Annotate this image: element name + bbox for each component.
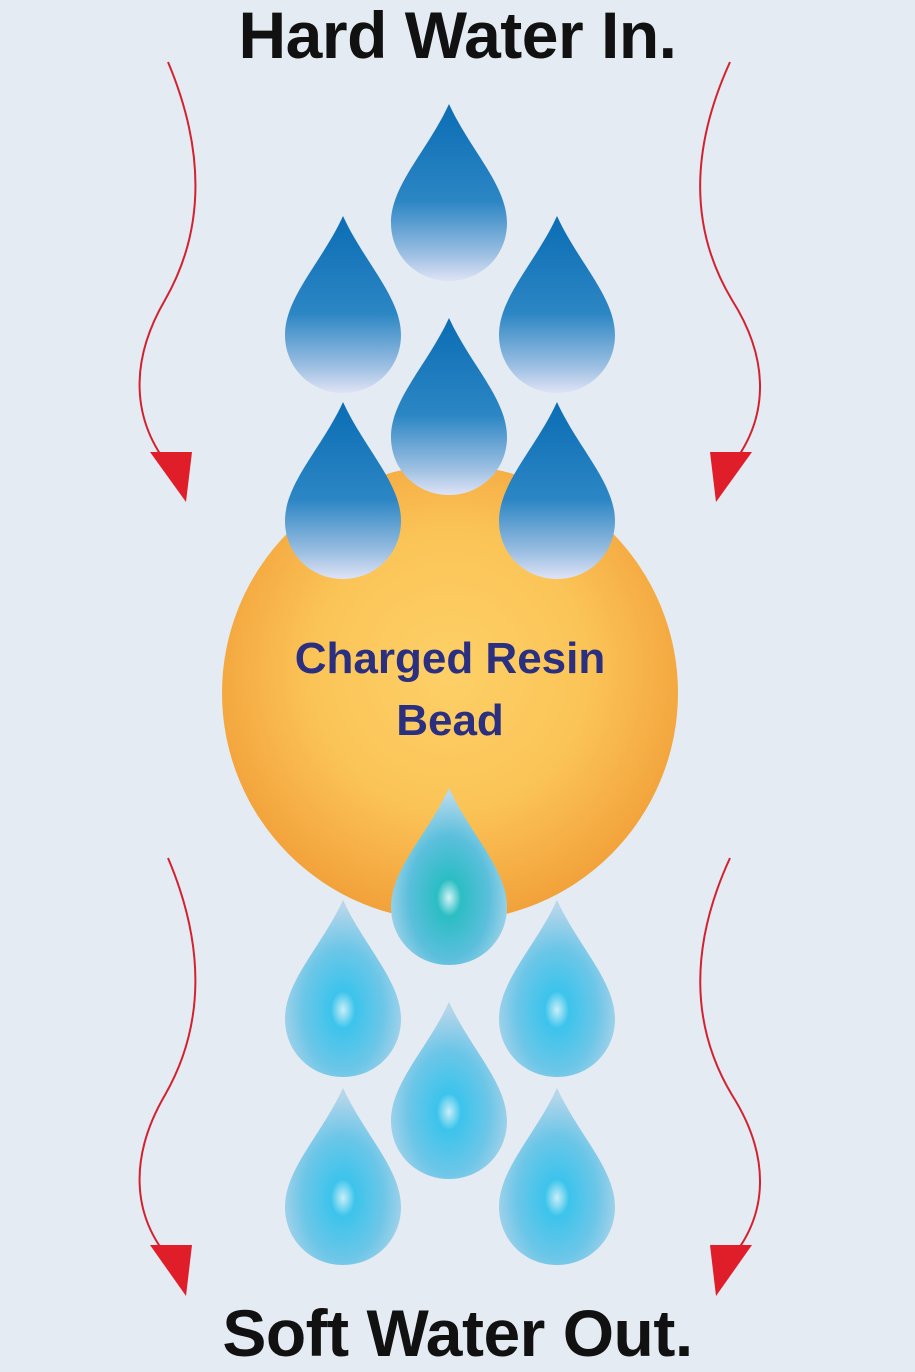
resin-bead-label-line1: Charged Resin: [294, 634, 606, 683]
soft-drop: [285, 900, 401, 1077]
resin-bead-label: Charged Resin Bead: [220, 628, 680, 752]
arrow-top-left: [138, 61, 197, 471]
hard-drop: [391, 104, 507, 281]
hard-drop: [391, 318, 507, 495]
arrowhead-bottom-right: [710, 1245, 752, 1296]
resin-bead: [222, 465, 678, 921]
hard-drop: [285, 216, 401, 393]
flow-arrows: [138, 61, 761, 1263]
soft-drop: [499, 900, 615, 1077]
soft-drop: [391, 1002, 507, 1179]
hard-drop: [285, 402, 401, 579]
soft-water-drops: [285, 788, 615, 1265]
arrowhead-top-right: [710, 452, 752, 502]
arrow-bottom-left: [138, 857, 197, 1263]
hard-water-drops: [285, 104, 615, 579]
soft-drop: [285, 1088, 401, 1265]
arrow-heads: [150, 452, 752, 1296]
arrowhead-bottom-left: [150, 1245, 192, 1296]
hard-drop: [499, 216, 615, 393]
arrow-top-right: [699, 61, 761, 471]
resin-bead-label-line2: Bead: [396, 696, 504, 745]
soft-drop: [499, 1088, 615, 1265]
diagram-title-top: Hard Water In.: [238, 0, 677, 72]
arrowhead-top-left: [150, 452, 192, 502]
soft-drop: [391, 788, 507, 965]
hard-drop: [499, 402, 615, 579]
diagram-title-bottom: Soft Water Out.: [222, 1296, 693, 1370]
arrow-bottom-right: [699, 857, 761, 1263]
